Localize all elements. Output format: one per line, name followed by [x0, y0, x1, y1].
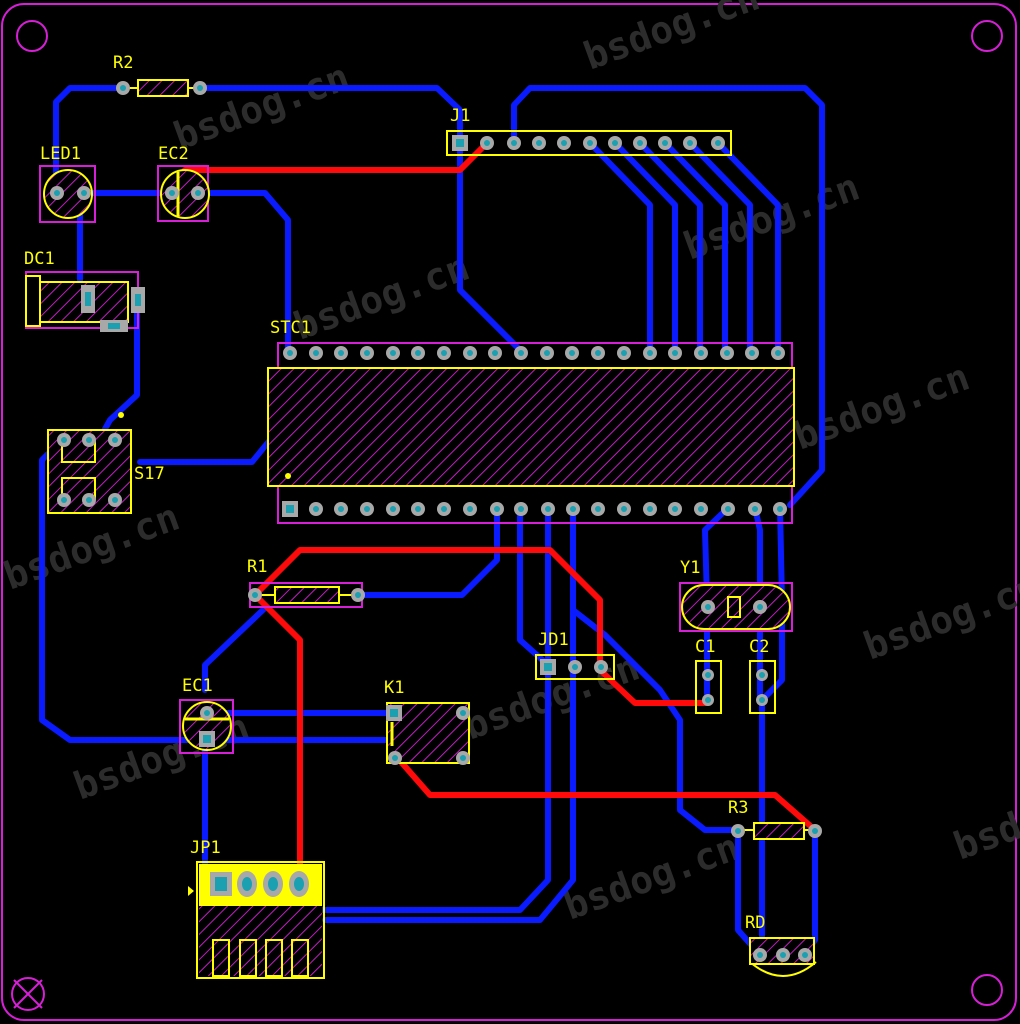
r2-resistor: R2	[113, 53, 207, 97]
stc1-label: STC1	[270, 318, 311, 338]
watermark-text: bsdog.cn	[288, 245, 475, 349]
dc1-label: DC1	[24, 249, 55, 269]
c1-capacitor: C1	[695, 637, 722, 714]
r3-label: R3	[728, 798, 748, 818]
ec1-label: EC1	[182, 676, 213, 696]
j1-label: J1	[450, 106, 470, 126]
watermark-text: bsdog.cn	[948, 765, 1020, 869]
r1-resistor: R1	[247, 557, 365, 608]
y1-label: Y1	[680, 558, 700, 578]
ec2-capacitor: EC2	[157, 144, 210, 222]
jp1-header: JP1	[188, 838, 325, 979]
watermark-text: bsdog.cn	[678, 165, 865, 269]
mounting-hole-tl	[16, 20, 48, 52]
ec1-capacitor: EC1	[179, 676, 234, 754]
r1-label: R1	[247, 557, 267, 577]
bottom-layer-traces	[39, 85, 825, 958]
board-outline	[1, 3, 1017, 1021]
c2-label: C2	[749, 637, 769, 657]
watermark-text: bsdog.cn	[168, 55, 355, 159]
r3-resistor: R3	[728, 798, 822, 840]
mounting-hole-br	[971, 974, 1003, 1006]
rd-component: RD	[745, 913, 817, 977]
watermark-text: bsdog.cn	[578, 0, 765, 78]
k1-button: K1	[384, 678, 470, 765]
dc1-power-jack: DC1	[24, 249, 145, 332]
s17-label: S17	[134, 464, 165, 484]
y1-crystal: Y1	[679, 558, 793, 632]
j1-header: J1	[446, 106, 732, 156]
jd1-label: JD1	[538, 630, 569, 650]
watermark-text: bsdog.cn	[558, 825, 745, 929]
mounting-hole-tr	[971, 20, 1003, 52]
c1-label: C1	[695, 637, 715, 657]
rd-label: RD	[745, 913, 765, 933]
ec2-label: EC2	[158, 144, 189, 164]
watermark-text: bsdog.cn	[858, 565, 1020, 669]
watermark-text: bsdog.cn	[788, 355, 975, 459]
jp1-label: JP1	[190, 838, 221, 858]
r2-label: R2	[113, 53, 133, 73]
led1-label: LED1	[40, 144, 81, 164]
c2-capacitor: C2	[749, 637, 776, 714]
led1-component: LED1	[39, 144, 96, 223]
s17-switch: S17	[47, 412, 165, 514]
jd1-connector: JD1	[535, 630, 615, 680]
k1-label: K1	[384, 678, 404, 698]
origin-marker	[11, 977, 45, 1011]
stc1-mcu: STC1	[267, 318, 795, 524]
